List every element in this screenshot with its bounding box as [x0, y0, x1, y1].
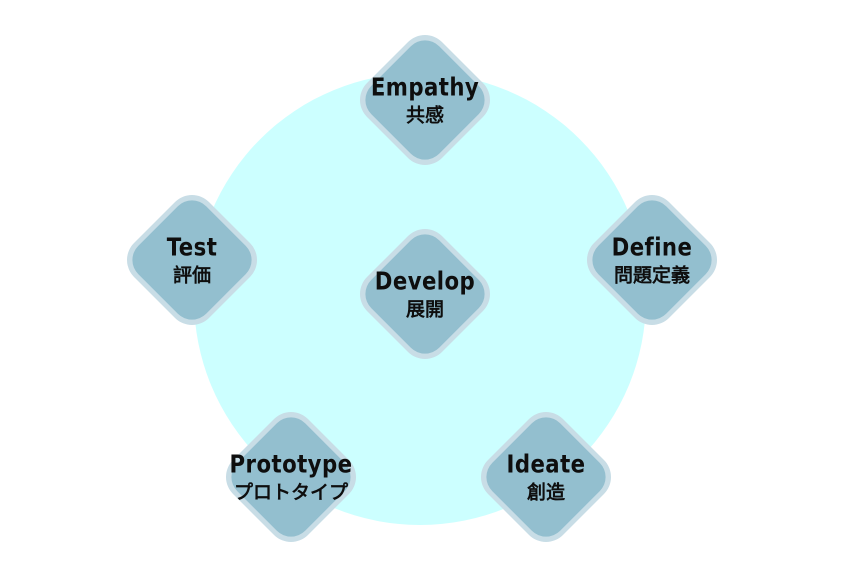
node-label: Ideate 創造: [466, 450, 626, 505]
node-ideate-subtitle: 創造: [526, 481, 565, 504]
node-empathy-subtitle: 共感: [405, 104, 444, 127]
node-empathy-title: Empathy: [370, 72, 480, 102]
node-define-subtitle: 問題定義: [613, 264, 690, 287]
node-ideate: Ideate 創造: [466, 397, 626, 557]
node-test: Test 評価: [112, 180, 272, 340]
node-label: Empathy 共感: [345, 73, 505, 128]
node-define: Define 問題定義: [572, 180, 732, 340]
node-empathy: Empathy 共感: [345, 20, 505, 180]
node-label: Prototype プロトタイプ: [211, 450, 371, 505]
node-develop-subtitle: 展開: [405, 298, 444, 321]
node-prototype-subtitle: プロトタイプ: [233, 481, 348, 504]
node-label: Define 問題定義: [572, 233, 732, 288]
node-develop-title: Develop: [374, 266, 476, 296]
node-label: Develop 展開: [345, 267, 505, 322]
node-label: Test 評価: [112, 233, 272, 288]
node-define-title: Define: [611, 232, 693, 262]
node-develop: Develop 展開: [345, 214, 505, 374]
node-prototype-title: Prototype: [229, 449, 353, 479]
node-ideate-title: Ideate: [506, 449, 586, 479]
node-test-subtitle: 評価: [172, 264, 211, 287]
node-test-title: Test: [166, 232, 218, 262]
node-prototype: Prototype プロトタイプ: [211, 397, 371, 557]
